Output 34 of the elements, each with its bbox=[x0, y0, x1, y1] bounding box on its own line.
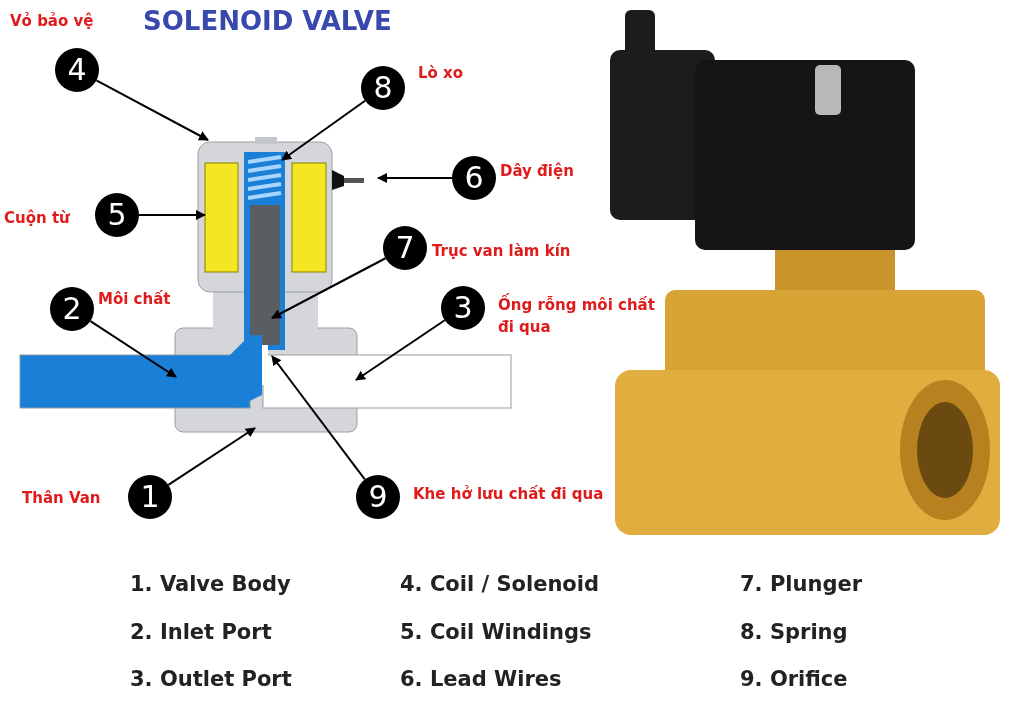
part-label: Trục van làm kín bbox=[432, 240, 571, 262]
leader-arrow bbox=[271, 355, 366, 481]
callout-number: 6 bbox=[452, 156, 496, 200]
legend-item: 7. Plunger bbox=[740, 571, 863, 597]
legend-item: 2. Inlet Port bbox=[130, 619, 272, 645]
leader-arrow bbox=[355, 319, 446, 381]
leader-arrow bbox=[138, 210, 206, 220]
part-label: Vỏ bảo vệ bbox=[10, 10, 94, 32]
callout-number: 3 bbox=[441, 286, 485, 330]
legend-item: 4. Coil / Solenoid bbox=[400, 571, 600, 597]
title: SOLENOID VALVE bbox=[143, 8, 392, 34]
callout-number: 4 bbox=[55, 48, 99, 92]
part-label: Ống rỗng môi chất đi qua bbox=[498, 294, 658, 338]
legend-item: 5. Coil Windings bbox=[400, 619, 592, 645]
leader-arrow bbox=[377, 173, 453, 183]
part-label: Khe hở lưu chất đi qua bbox=[413, 483, 604, 505]
leader-arrow bbox=[281, 99, 367, 161]
callout-number: 7 bbox=[383, 226, 427, 270]
callout-number: 1 bbox=[128, 475, 172, 519]
legend-item: 3. Outlet Port bbox=[130, 666, 292, 692]
legend-item: 6. Lead Wires bbox=[400, 666, 562, 692]
leader-arrow bbox=[271, 257, 387, 319]
part-label: Dây điện bbox=[500, 160, 574, 182]
callout-number: 5 bbox=[95, 193, 139, 237]
leader-arrow bbox=[95, 79, 209, 141]
callout-number: 2 bbox=[50, 287, 94, 331]
part-label: Cuộn từ bbox=[4, 207, 70, 229]
legend-item: 9. Orifice bbox=[740, 666, 848, 692]
leader-arrow bbox=[167, 427, 256, 486]
legend-item: 8. Spring bbox=[740, 619, 848, 645]
callout-number: 8 bbox=[361, 66, 405, 110]
leader-arrow bbox=[89, 320, 177, 378]
callout-number: 9 bbox=[356, 475, 400, 519]
legend-item: 1. Valve Body bbox=[130, 571, 291, 597]
